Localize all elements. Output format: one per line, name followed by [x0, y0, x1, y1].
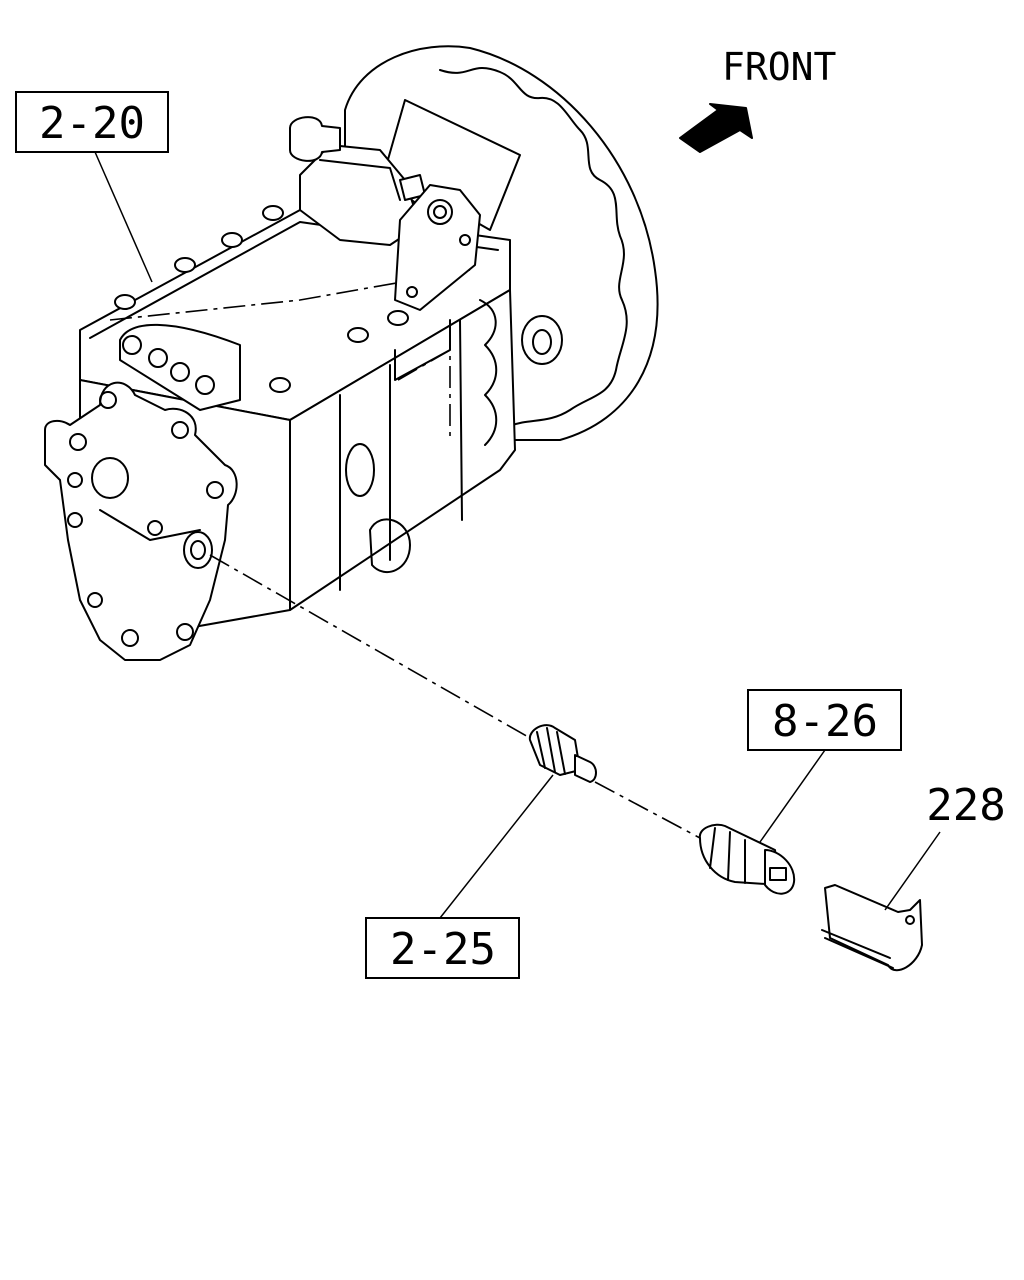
front-arrow-icon: [679, 103, 753, 153]
leader-8-26: [759, 749, 826, 843]
callout-2-20-text: 2-20: [39, 98, 145, 149]
assembly-axis-line: [209, 554, 531, 739]
leader-2-25: [439, 774, 554, 919]
pinion-sleeve-part: [528, 724, 597, 783]
callout-8-26-text: 8-26: [772, 696, 878, 747]
top-bolts: [114, 205, 409, 393]
clip-part: [821, 884, 923, 972]
assembly-axis-line-2: [594, 781, 701, 839]
leader-2-20: [94, 151, 153, 283]
speed-sensor-part: [698, 823, 796, 895]
front-label: FRONT: [722, 45, 836, 89]
callout-2-25: 2-25: [365, 917, 520, 979]
callout-2-25-text: 2-25: [390, 924, 496, 975]
transmission-assembly: [44, 45, 659, 661]
callout-228-text: 228: [926, 780, 1005, 831]
callout-2-20: 2-20: [15, 91, 169, 153]
leader-228: [884, 831, 941, 911]
callout-8-26: 8-26: [747, 689, 902, 751]
